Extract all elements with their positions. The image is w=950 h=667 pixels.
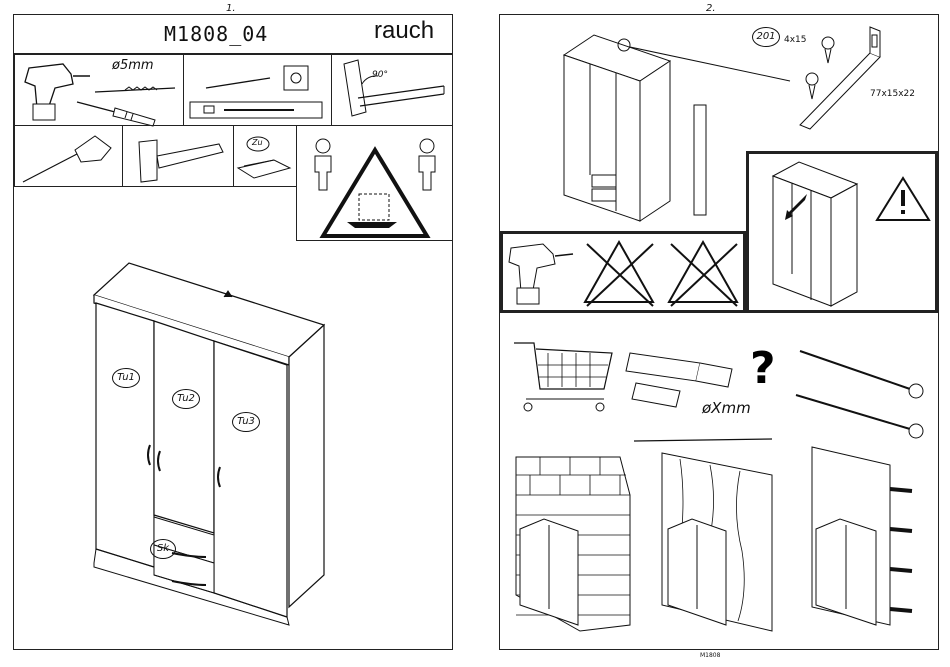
parts-tray-icon bbox=[234, 126, 298, 188]
exclamation-warning-icon bbox=[877, 178, 929, 220]
tool-cell-parts: Zu bbox=[233, 125, 297, 187]
part-label-tu3: Tu3 bbox=[232, 412, 260, 432]
tip-over-warning bbox=[746, 151, 938, 313]
tipping-wardrobe-drawing bbox=[773, 162, 857, 306]
try-square-icon bbox=[332, 54, 454, 127]
screw-icon bbox=[796, 395, 923, 438]
part-label-tu2: Tu2 bbox=[172, 389, 200, 409]
instruction-page-1: M1808_04 rauch ø5mm bbox=[13, 14, 453, 650]
stud-wall-scene bbox=[812, 447, 912, 625]
drill-bit-label: ø5mm bbox=[112, 58, 154, 73]
tool-cell-square: 90° bbox=[331, 53, 453, 126]
cordless-drill-icon bbox=[509, 244, 573, 304]
two-person-warning bbox=[296, 125, 453, 241]
awl-icon bbox=[15, 126, 124, 188]
person-icon bbox=[419, 139, 435, 190]
part-label-tu1: Tu1 bbox=[112, 368, 140, 388]
wardrobe-drawing bbox=[84, 245, 384, 625]
no-drill-warning bbox=[500, 231, 746, 313]
part-label-sk: Sk bbox=[150, 539, 176, 559]
anchor-size-label: øXmm bbox=[702, 399, 751, 417]
right-door bbox=[214, 341, 287, 617]
left-door bbox=[96, 303, 154, 567]
person-icon bbox=[315, 139, 331, 190]
question-mark: ? bbox=[750, 343, 776, 394]
brick-wall-scene bbox=[516, 457, 630, 631]
warning-triangle-icon bbox=[323, 150, 427, 236]
tool-cell-level bbox=[183, 53, 332, 126]
page-number-1: 1. bbox=[226, 3, 236, 14]
brand-logo: rauch bbox=[374, 17, 434, 45]
wall-bracket-icon bbox=[790, 23, 910, 133]
screw-icon bbox=[806, 73, 818, 99]
zu-label: Zu bbox=[252, 138, 263, 147]
spirit-level-icon bbox=[184, 54, 333, 127]
instruction-page-2: 201 4x15 77x15x22 bbox=[499, 14, 939, 650]
screw-icon bbox=[800, 351, 923, 398]
cordless-drill-icon bbox=[15, 54, 185, 127]
model-number: M1808_04 bbox=[164, 22, 268, 46]
hammer-icon bbox=[123, 126, 235, 188]
tool-cell-awl bbox=[14, 125, 123, 187]
no-electric-warning-icon bbox=[585, 242, 653, 306]
wood-wall-scene bbox=[662, 453, 772, 631]
footer-model-code: M1808 bbox=[700, 652, 720, 659]
screw-icon bbox=[822, 37, 834, 63]
square-angle-label: 90° bbox=[372, 70, 388, 80]
tool-cell-drill: ø5mm bbox=[14, 53, 184, 126]
page-number-2: 2. bbox=[706, 3, 716, 14]
bracket-size-label: 77x15x22 bbox=[870, 89, 915, 99]
shopping-cart-icon bbox=[514, 343, 612, 411]
wall-types-drawing bbox=[500, 445, 940, 635]
wall-anchors-drawing: ? bbox=[500, 329, 940, 439]
tool-cell-hammer bbox=[122, 125, 234, 187]
middle-door bbox=[154, 321, 214, 533]
fitting-id-label: 201 bbox=[752, 27, 780, 47]
no-water-pipe-warning-icon bbox=[669, 242, 737, 306]
page-header: M1808_04 rauch bbox=[14, 15, 452, 55]
